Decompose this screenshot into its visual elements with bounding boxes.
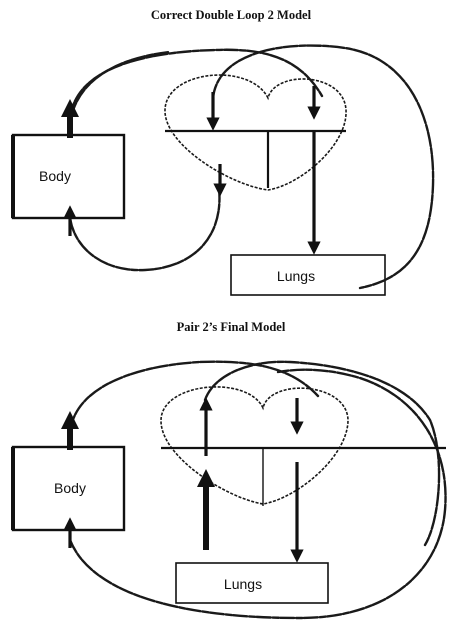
- final-model-diagram: Pair 2’s Final Model Body Lungs: [11, 320, 447, 620]
- body-label: Body: [39, 168, 71, 184]
- systemic-loop: [68, 360, 320, 439]
- body-box: Body: [11, 133, 126, 220]
- systemic-lower-loop: [68, 368, 447, 620]
- diagram-title: Correct Double Loop 2 Model: [151, 8, 312, 22]
- correct-model-diagram: Correct Double Loop 2 Model Body Lungs: [11, 8, 435, 296]
- body-label: Body: [54, 480, 86, 496]
- heart: [164, 74, 347, 191]
- lungs-box: Lungs: [175, 562, 329, 604]
- pulmonary-loop: [211, 44, 435, 290]
- lungs-label: Lungs: [277, 268, 315, 284]
- lungs-label: Lungs: [224, 576, 262, 592]
- lungs-box: Lungs: [230, 254, 386, 296]
- systemic-upper-arc: [68, 50, 172, 126]
- body-box: Body: [11, 445, 126, 532]
- heart: [160, 386, 446, 506]
- pulmonary-loop: [203, 360, 441, 547]
- systemic-loop: [68, 48, 324, 272]
- diagram-title: Pair 2’s Final Model: [177, 320, 286, 334]
